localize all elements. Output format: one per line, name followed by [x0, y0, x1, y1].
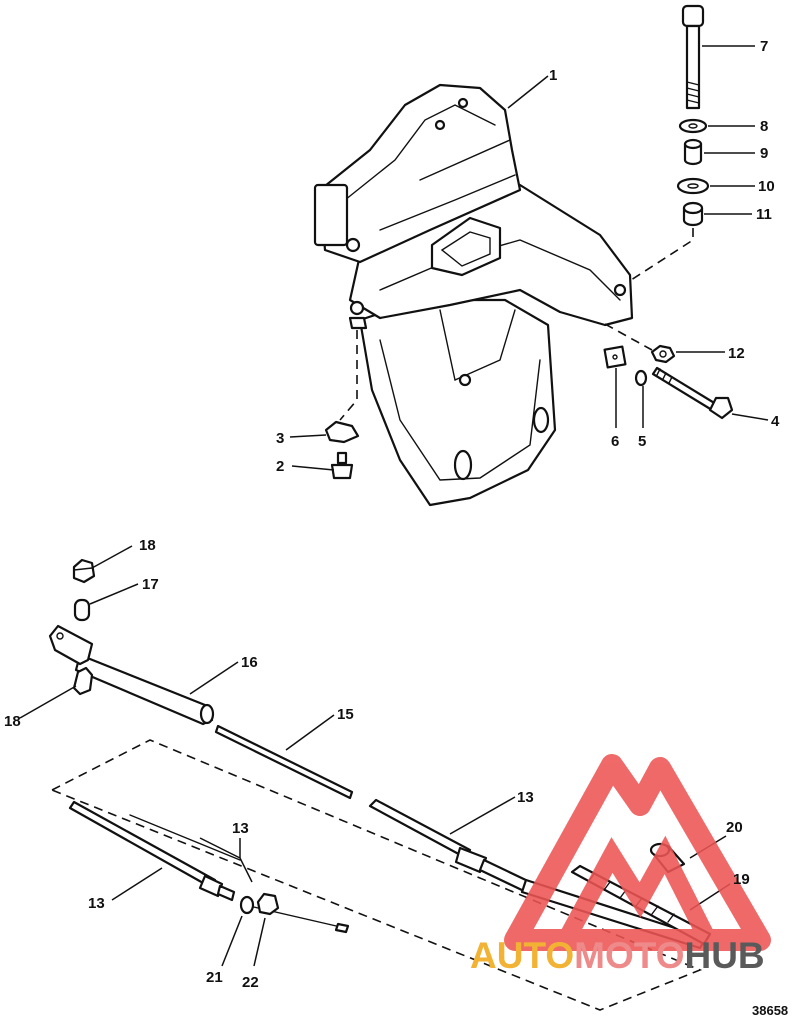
callout-11: 11: [756, 206, 772, 223]
callout-18-bottom: 18: [4, 713, 21, 730]
assembly-line-12: [604, 323, 653, 351]
watermark-moto: MOTO: [574, 935, 684, 976]
part-21-washer: [239, 895, 255, 915]
assembly-boundary: [50, 739, 703, 1011]
callout-7: 7: [760, 38, 768, 55]
part-3-clip: [324, 420, 360, 444]
assembly-line-3: [339, 330, 358, 421]
logo-inner-mark: [558, 835, 717, 945]
diagram-reference-number: 38658: [752, 1003, 788, 1018]
callout-12: 12: [728, 345, 745, 362]
watermark-text: AUTOMOTOHUB: [470, 935, 765, 976]
part-17-pin: [73, 598, 91, 622]
part-16-tube: [48, 624, 215, 726]
callout-3: 3: [276, 430, 284, 447]
part-7-bolt: [681, 4, 705, 110]
part-2-screw: [330, 451, 354, 480]
callout-18-top: 18: [139, 537, 156, 554]
part-18-upper-plug: [72, 558, 96, 584]
callout-8: 8: [760, 118, 768, 135]
leader-lines: [19, 45, 769, 967]
callout-1: 1: [549, 67, 557, 84]
part-22-nut: [256, 892, 280, 916]
part-13-left-cable: [68, 800, 236, 902]
callout-2: 2: [276, 458, 284, 475]
assembly-line-11: [627, 228, 694, 283]
part-12-nut: [650, 344, 676, 364]
part-11-locknut: [682, 201, 704, 227]
part-1-bracket: [313, 83, 634, 507]
callout-13-left: 13: [88, 895, 105, 912]
callout-13-right: 13: [517, 789, 534, 806]
part-4-bolt: [651, 366, 734, 420]
callout-22: 22: [242, 974, 259, 991]
part-9-spacer: [683, 138, 703, 166]
callout-20: 20: [726, 819, 743, 836]
callout-4: 4: [771, 413, 780, 430]
part-5-washer: [634, 369, 648, 387]
callout-17: 17: [142, 576, 159, 593]
part-18-lower-plug: [72, 666, 94, 696]
logo-outer-triangle: [504, 754, 771, 951]
callout-6: 6: [611, 433, 619, 450]
watermark-hub: HUB: [684, 935, 764, 976]
callout-9: 9: [760, 145, 768, 162]
watermark-auto: AUTO: [470, 935, 574, 976]
callout-19: 19: [733, 871, 750, 888]
callout-16: 16: [241, 654, 258, 671]
part-8-washer: [678, 118, 708, 134]
callout-labels: 1 7 8 9 10 11 12 4 6 5 3 2 18 17 16 18 1…: [4, 38, 780, 991]
callout-13-top: 13: [232, 820, 249, 837]
callout-5: 5: [638, 433, 646, 450]
part-10-washer: [676, 177, 710, 195]
callout-15: 15: [337, 706, 354, 723]
part-15-rod: [214, 724, 354, 800]
callout-10: 10: [758, 178, 775, 195]
automotohub-logo: [504, 754, 771, 951]
callout-21: 21: [206, 969, 223, 986]
part-6-plate: [603, 345, 627, 369]
